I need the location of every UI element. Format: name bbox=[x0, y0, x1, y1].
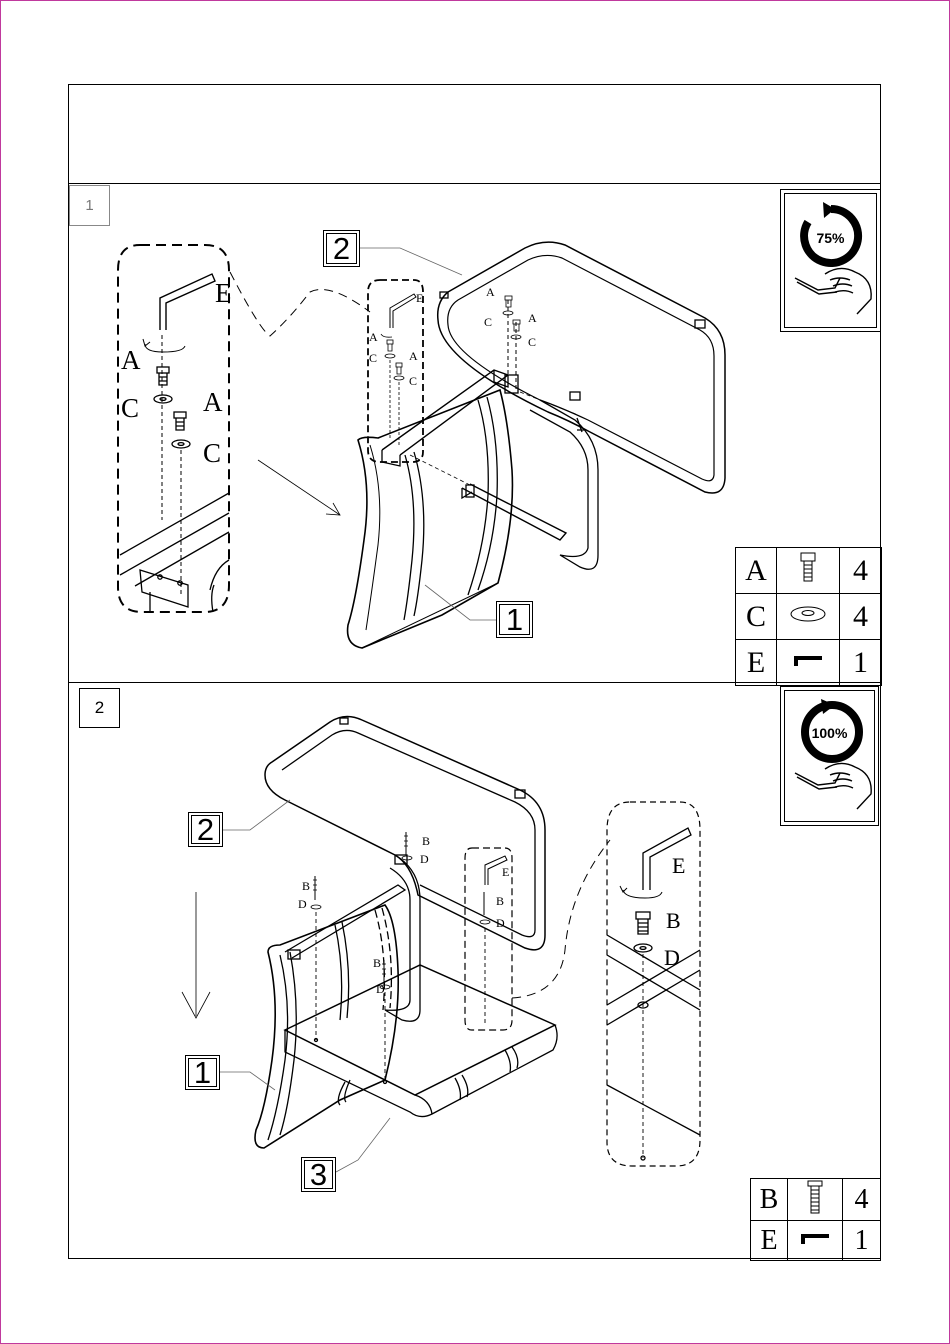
washer-icon bbox=[777, 594, 840, 640]
part-callout: 2 bbox=[188, 812, 223, 847]
part-callout: 1 bbox=[496, 601, 533, 638]
step2-side-panel bbox=[255, 885, 405, 1148]
hardware-label: E bbox=[672, 855, 685, 877]
parts-table: B 4 E 1 bbox=[750, 1178, 881, 1261]
hardware-label: B bbox=[422, 835, 430, 847]
part-qty: 4 bbox=[840, 594, 882, 640]
hardware-label: C bbox=[484, 316, 492, 328]
hand-wrench-icon bbox=[795, 268, 871, 314]
hardware-label: E bbox=[502, 866, 509, 878]
parts-table: A 4 C 4 E 1 bbox=[735, 547, 882, 686]
progress-ring-icon bbox=[785, 691, 876, 823]
hardware-label: B bbox=[302, 880, 310, 892]
parts-row: A 4 bbox=[736, 548, 882, 594]
step2-zoom-detail bbox=[607, 802, 700, 1166]
hardware-label: C bbox=[203, 440, 221, 467]
tighten-progress-badge: 100% bbox=[780, 686, 879, 826]
hardware-label: E bbox=[416, 292, 423, 304]
step1-zoom-detail bbox=[118, 245, 229, 612]
hardware-label: D bbox=[496, 917, 505, 929]
part-qty: 1 bbox=[843, 1221, 881, 1261]
progress-label: 75% bbox=[785, 230, 876, 246]
part-qty: 1 bbox=[840, 640, 882, 686]
step1-small-cluster bbox=[368, 280, 423, 462]
hardware-label: C bbox=[409, 375, 417, 387]
hardware-label: C bbox=[121, 395, 139, 422]
progress-ring-icon bbox=[785, 194, 878, 329]
part-letter: A bbox=[736, 548, 777, 594]
hardware-label: B bbox=[496, 895, 504, 907]
part-callout: 1 bbox=[185, 1055, 220, 1090]
step1-tube-frame bbox=[438, 242, 725, 569]
part-letter: E bbox=[736, 640, 777, 686]
part-callout: 3 bbox=[301, 1157, 336, 1192]
step2-shelf bbox=[285, 965, 557, 1117]
hardware-label: B bbox=[373, 957, 381, 969]
parts-row: E 1 bbox=[736, 640, 882, 686]
hardware-label: C bbox=[528, 336, 536, 348]
hand-wrench-icon bbox=[795, 763, 871, 809]
hardware-label: D bbox=[420, 853, 429, 865]
hardware-label: A bbox=[203, 389, 223, 416]
hardware-label: D bbox=[376, 983, 385, 995]
tighten-progress-badge: 75% bbox=[780, 189, 881, 332]
hardware-label: A bbox=[486, 286, 495, 298]
hardware-label: A bbox=[369, 331, 378, 343]
parts-row: E 1 bbox=[751, 1221, 881, 1261]
bolt-icon bbox=[777, 548, 840, 594]
hardware-label: A bbox=[121, 347, 141, 374]
step-number: 1 bbox=[69, 185, 110, 226]
hardware-label: A bbox=[409, 350, 418, 362]
step-number: 2 bbox=[79, 688, 120, 728]
allen-key-icon bbox=[777, 640, 840, 686]
hardware-label: B bbox=[666, 910, 681, 932]
parts-row: B 4 bbox=[751, 1179, 881, 1221]
part-letter: E bbox=[751, 1221, 788, 1261]
part-qty: 4 bbox=[840, 548, 882, 594]
hardware-label: E bbox=[215, 280, 232, 307]
part-qty: 4 bbox=[843, 1179, 881, 1221]
part-letter: B bbox=[751, 1179, 788, 1221]
hardware-label: C bbox=[369, 352, 377, 364]
part-callout: 2 bbox=[323, 230, 360, 267]
parts-row: C 4 bbox=[736, 594, 882, 640]
hardware-label: D bbox=[298, 898, 307, 910]
hardware-label: A bbox=[528, 312, 537, 324]
part-letter: C bbox=[736, 594, 777, 640]
progress-label: 100% bbox=[785, 725, 874, 741]
hardware-label: D bbox=[664, 947, 680, 969]
allen-key-icon bbox=[788, 1221, 843, 1261]
step1-side-panel bbox=[348, 390, 513, 648]
long-bolt-icon bbox=[788, 1179, 843, 1221]
